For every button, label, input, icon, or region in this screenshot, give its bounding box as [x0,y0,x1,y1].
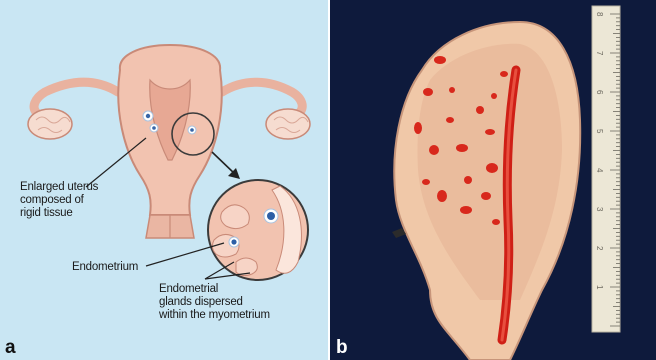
panel-b-photo: 1 2 3 4 5 6 7 8 b [330,0,656,360]
label-endometrium: Endometrium [72,261,138,274]
specimen-photo: 1 2 3 4 5 6 7 8 [330,0,656,360]
label-line: composed of [20,194,98,207]
ruler-number: 2 [595,246,604,251]
label-enlarged-uterus: Enlarged uterus composed of rigid tissue [20,181,98,220]
label-line: within the myometrium [159,309,270,322]
ruler-number: 5 [595,129,604,134]
ruler-number: 8 [595,12,604,17]
label-endometrial-glands: Endometrial glands dispersed within the … [159,283,270,322]
magnified-view [208,180,308,280]
ruler-number: 6 [595,90,604,95]
label-line: Endometrial [159,283,270,296]
right-ovary [266,109,310,139]
label-line: rigid tissue [20,207,98,220]
ruler-number: 1 [595,285,604,290]
panel-a-illustration: Enlarged uterus composed of rigid tissue… [0,0,328,360]
ruler-number: 4 [595,168,604,173]
leader-endometrium [146,243,224,266]
panel-letter-b: b [336,338,348,358]
label-line: glands dispersed [159,296,270,309]
ruler-number: 7 [595,51,604,56]
ruler-number: 3 [595,207,604,212]
panel-letter-a: a [5,338,16,358]
label-line: Enlarged uterus [20,181,98,194]
left-ovary [28,109,72,139]
